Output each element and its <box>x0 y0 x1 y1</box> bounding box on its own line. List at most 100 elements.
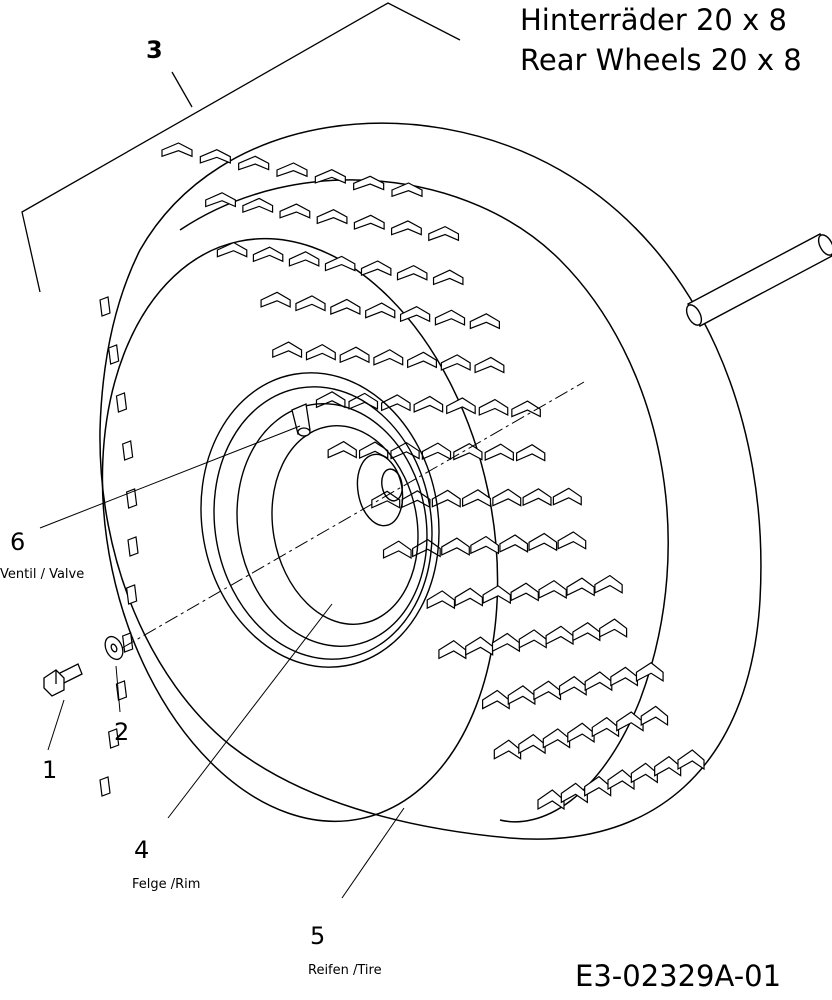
tread-block <box>465 636 494 656</box>
tread-block <box>438 639 467 660</box>
tread-block <box>507 685 536 706</box>
tread-block <box>330 298 361 316</box>
tread-block <box>567 722 595 743</box>
tread-block <box>353 214 385 230</box>
tread-block <box>426 590 456 610</box>
tread-block <box>528 532 558 552</box>
tread-block <box>584 671 613 692</box>
tread-block <box>339 346 370 364</box>
tread-block <box>558 675 587 696</box>
tread-block <box>478 398 509 417</box>
tread-block <box>353 175 385 191</box>
tread-block <box>522 488 552 507</box>
tread-block <box>252 246 284 263</box>
tread-block <box>276 162 308 178</box>
callout-5-number: 5 <box>310 922 326 950</box>
tread-pattern <box>99 142 705 811</box>
tread-block <box>421 442 452 461</box>
tread-block <box>533 680 562 701</box>
tread-block <box>510 582 539 602</box>
tread-block <box>453 442 483 461</box>
tread-block <box>518 733 546 755</box>
callout-4-label: Felge /Rim <box>132 877 201 892</box>
tread-block <box>499 534 529 553</box>
tread-block <box>552 487 582 506</box>
tread-block <box>484 443 514 462</box>
tread-block <box>295 295 326 312</box>
tread-block <box>491 632 521 653</box>
tread-block <box>432 269 464 286</box>
tread-block <box>545 625 574 646</box>
tread-block <box>205 192 236 208</box>
tread-block <box>518 629 547 649</box>
tread-block <box>396 264 428 281</box>
tread-block <box>216 241 248 258</box>
tread-block <box>610 666 639 687</box>
callout-6-label: Ventil / Valve <box>0 567 85 582</box>
tread-block <box>493 739 522 760</box>
assembly-bracket <box>21 2 461 293</box>
side-lug <box>125 488 138 509</box>
tread-block <box>654 755 682 777</box>
tread-block <box>380 394 411 412</box>
tread-block <box>482 585 511 605</box>
callout-5-label: Reifen /Tire <box>308 963 382 978</box>
tread-block <box>260 291 291 308</box>
tread-block <box>492 488 522 507</box>
tread-block <box>557 531 587 550</box>
tread-block <box>199 149 231 164</box>
washer <box>104 635 124 661</box>
tread-block <box>482 689 510 710</box>
tread-block <box>407 351 438 369</box>
tread-block <box>288 251 320 267</box>
callout-1-number: 1 <box>42 756 58 784</box>
tread-block <box>305 343 336 361</box>
rim <box>200 372 440 668</box>
tread-block <box>591 716 620 738</box>
side-lug <box>125 584 138 605</box>
tread-block <box>599 618 628 638</box>
tread-block <box>413 395 444 413</box>
tread-block <box>327 440 357 459</box>
side-lug <box>107 344 120 365</box>
tread-block <box>238 155 270 171</box>
title-line-2: Rear Wheels 20 x 8 <box>520 43 802 77</box>
tread-block <box>446 397 476 415</box>
drawing-code: E3-02329A-01 <box>575 959 782 993</box>
tread-block <box>373 349 404 366</box>
tread-block <box>677 749 705 771</box>
tread-block <box>324 255 356 272</box>
tread-block <box>640 705 669 727</box>
tread-block <box>431 489 461 508</box>
callout-4-number: 4 <box>134 836 150 864</box>
tread-block <box>371 490 401 509</box>
callout-2-number: 2 <box>114 718 130 746</box>
tread-block <box>542 728 571 749</box>
tread-block <box>390 220 422 236</box>
tread-block <box>469 313 500 330</box>
axle <box>685 233 832 327</box>
tread-block <box>434 309 466 326</box>
tread-block <box>560 782 588 804</box>
tread-block <box>365 302 396 319</box>
tread-block <box>440 354 471 371</box>
tread-block <box>441 537 470 556</box>
tread-block <box>314 169 346 184</box>
tread-block <box>358 441 389 460</box>
tread-block <box>566 577 595 597</box>
tread-block <box>511 400 541 418</box>
leader-lines <box>39 425 405 899</box>
tread-block <box>279 203 311 219</box>
tread-block <box>516 443 546 462</box>
tread-block <box>594 574 623 594</box>
tread-block <box>360 260 392 277</box>
title-line-1: Hinterräder 20 x 8 <box>520 3 787 37</box>
callout-3-number: 3 <box>146 36 163 64</box>
tread-block <box>635 662 664 682</box>
tread-block <box>391 182 423 198</box>
tread-block <box>474 356 505 374</box>
side-lug <box>115 392 128 413</box>
tread-block <box>401 490 431 509</box>
tread-block <box>242 197 274 214</box>
